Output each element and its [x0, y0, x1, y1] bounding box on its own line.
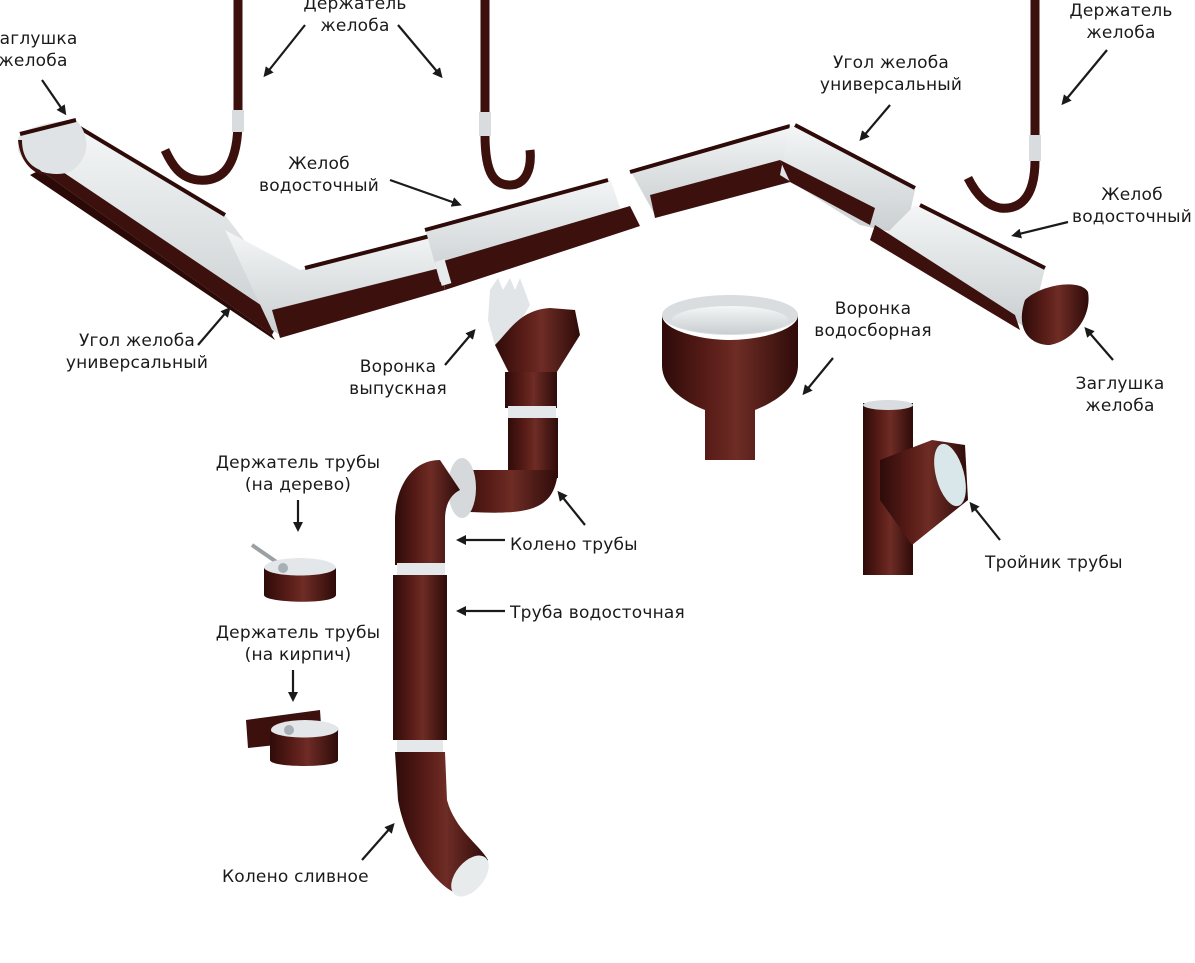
gutter-section-right-upper — [629, 124, 800, 218]
label-truba-vodostochnaya: Труба водосточная — [510, 603, 685, 623]
gutter-corner-left — [225, 230, 445, 338]
arrow-zaglushka-left — [41, 79, 67, 116]
arrow-koleno-slivnoe — [361, 823, 395, 861]
gutter-bracket-center — [479, 0, 535, 190]
label-derzhatel-truby-kirpich: Держатель трубы (на кирпич) — [215, 623, 381, 665]
drain-elbow — [395, 752, 489, 897]
downpipe — [393, 575, 447, 740]
label-voronka-vodosbornaya: Воронка водосборная — [814, 299, 932, 341]
label-zhelob-right: Желоб водосточный — [1071, 185, 1193, 227]
arrow-ugol-top — [859, 104, 891, 142]
label-zhelob-center: Желоб водосточный — [258, 154, 380, 196]
gutter-corner-right — [780, 123, 916, 235]
collecting-funnel — [662, 295, 798, 460]
callout-arrows — [41, 24, 1114, 861]
label-troynik-truby: Тройник трубы — [985, 553, 1123, 573]
gutter-run — [18, 118, 1089, 345]
gutter-end-cap-right — [1021, 284, 1089, 345]
pipe-clamp-brick — [246, 710, 339, 766]
arrow-troynik-truby — [969, 501, 1001, 541]
pipe-elbow — [395, 418, 558, 565]
arrow-voronka-vodosbornaya — [802, 357, 834, 396]
gutter-bracket-right — [963, 0, 1041, 213]
gutter-section-center — [424, 178, 640, 290]
label-zaglushka-left: Заглушка желоба — [0, 29, 78, 71]
arrow-zhelob-right — [1011, 220, 1069, 239]
label-derzhatel-top-center: Держатель желоба — [303, 0, 407, 36]
arrow-voronka-vypusknaya — [444, 328, 476, 366]
gutter-section-right — [870, 203, 1046, 330]
arrow-derzhatel-top-right — [1061, 49, 1108, 106]
label-koleno-truby: Колено трубы — [510, 535, 638, 555]
arrow-zaglushka-right — [1084, 326, 1114, 361]
label-zaglushka-right: Заглушка желоба — [1075, 374, 1165, 416]
gutter-section-left — [22, 123, 290, 340]
pipe-ring-upper — [508, 406, 556, 420]
arrow-koleno-truby-upper — [557, 490, 586, 526]
arrow-zhelob-center — [389, 178, 462, 207]
outlet-funnel — [488, 278, 580, 408]
label-koleno-slivnoe: Колено сливное — [222, 867, 369, 887]
arrow-ugol-bottom — [197, 306, 231, 346]
pipe-tee — [863, 400, 968, 575]
gutter-end-cap-left — [18, 118, 87, 176]
label-ugol-bottom: Угол желоба универсальный — [65, 331, 209, 373]
pipe-ring-lower — [397, 740, 443, 752]
arrow-derzhatel-top-left — [263, 24, 306, 78]
arrow-derzhatel-top-center — [397, 24, 443, 79]
gutter-bracket-left — [160, 0, 244, 185]
pipe-ring-middle — [397, 563, 445, 577]
label-derzhatel-top-right: Держатель желоба — [1069, 1, 1173, 43]
pipe-clamp-wood — [250, 543, 336, 602]
label-ugol-top: Угол желоба универсальный — [819, 53, 963, 95]
label-voronka-vypusknaya: Воронка выпускная — [349, 357, 447, 399]
label-derzhatel-truby-derevo: Держатель трубы (на дерево) — [215, 453, 381, 495]
